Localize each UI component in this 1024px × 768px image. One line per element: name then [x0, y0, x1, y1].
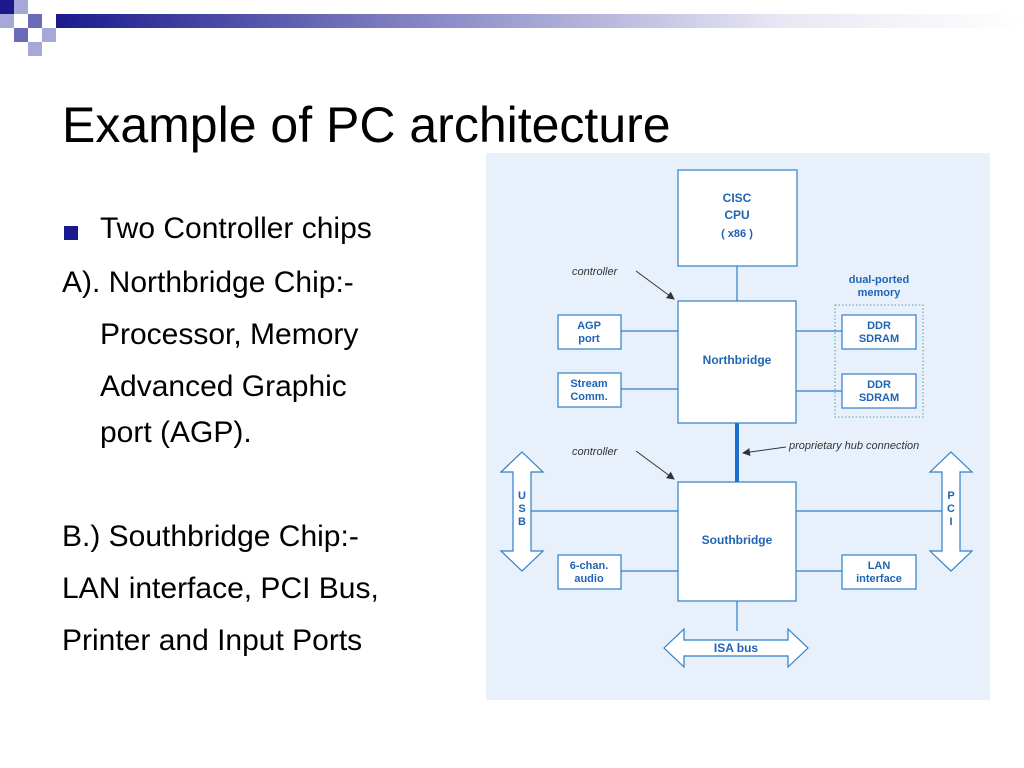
- svg-text:controller: controller: [572, 266, 619, 278]
- body-line-1: A). Northbridge Chip:-: [62, 266, 354, 299]
- svg-text:AGP: AGP: [577, 320, 601, 332]
- stream-comm-block: Stream Comm.: [557, 372, 622, 408]
- svg-text:Northbridge: Northbridge: [703, 353, 772, 367]
- svg-text:proprietary hub connection: proprietary hub connection: [788, 440, 919, 452]
- southbridge-block: Southbridge: [677, 481, 797, 602]
- svg-text:C: C: [947, 503, 955, 515]
- pci-bus-arrow: P C I: [928, 451, 974, 572]
- isa-bus-arrow: ISA bus: [663, 627, 809, 669]
- svg-text:port: port: [578, 333, 600, 345]
- body-line-5: B.) Southbridge Chip:-: [62, 520, 359, 553]
- body-line-7: Printer and Input Ports: [62, 624, 363, 657]
- svg-text:I: I: [949, 516, 952, 528]
- svg-text:controller: controller: [572, 446, 619, 458]
- ddr-sdram-block-2: DDR SDRAM: [841, 373, 917, 409]
- svg-text:6-chan.: 6-chan.: [570, 560, 609, 572]
- svg-text:CPU: CPU: [724, 208, 749, 222]
- cpu-block: CISC CPU ( x86 ): [677, 169, 798, 267]
- controller-north-annotation: controller: [572, 266, 675, 300]
- svg-text:DDR: DDR: [867, 379, 891, 391]
- svg-text:Southbridge: Southbridge: [702, 533, 773, 547]
- svg-text:DDR: DDR: [867, 320, 891, 332]
- body-line-3: Advanced Graphic: [100, 370, 347, 403]
- controller-south-annotation: controller: [572, 446, 675, 480]
- svg-text:P: P: [947, 490, 954, 502]
- svg-text:SDRAM: SDRAM: [859, 333, 899, 345]
- hub-connection-annotation: proprietary hub connection: [742, 440, 919, 456]
- svg-text:Stream: Stream: [570, 378, 608, 390]
- svg-text:S: S: [518, 503, 525, 515]
- svg-text:ISA bus: ISA bus: [714, 641, 759, 655]
- svg-text:B: B: [518, 516, 526, 528]
- body-line-6: LAN interface, PCI Bus,: [62, 572, 379, 605]
- bullet-text: Two Controller chips: [100, 212, 372, 245]
- svg-text:LAN: LAN: [868, 560, 891, 572]
- bullet-marker: [64, 226, 78, 240]
- audio-block: 6-chan. audio: [557, 554, 622, 590]
- svg-text:SDRAM: SDRAM: [859, 392, 899, 404]
- architecture-diagram: CISC CPU ( x86 ) Northbridge Southbridge…: [486, 153, 990, 700]
- svg-text:( x86 ): ( x86 ): [721, 228, 753, 240]
- svg-text:U: U: [518, 490, 526, 502]
- svg-text:CISC: CISC: [723, 191, 752, 205]
- ddr-sdram-block-1: DDR SDRAM: [841, 314, 917, 350]
- connectors: [516, 266, 950, 631]
- svg-text:Comm.: Comm.: [570, 391, 607, 403]
- body-line-4: port (AGP).: [100, 416, 252, 449]
- northbridge-block: Northbridge: [677, 300, 797, 424]
- dual-ported-region: [834, 304, 924, 418]
- dual-ported-label-2: memory: [858, 287, 902, 299]
- svg-text:interface: interface: [856, 573, 902, 585]
- agp-port-block: AGP port: [557, 314, 622, 350]
- dual-ported-label-1: dual-ported: [849, 274, 910, 286]
- body-line-2: Processor, Memory: [100, 318, 359, 351]
- svg-text:audio: audio: [574, 573, 604, 585]
- slide-title: Example of PC architecture: [62, 97, 671, 153]
- lan-interface-block: LAN interface: [841, 554, 917, 590]
- usb-bus-arrow: U S B: [499, 451, 545, 572]
